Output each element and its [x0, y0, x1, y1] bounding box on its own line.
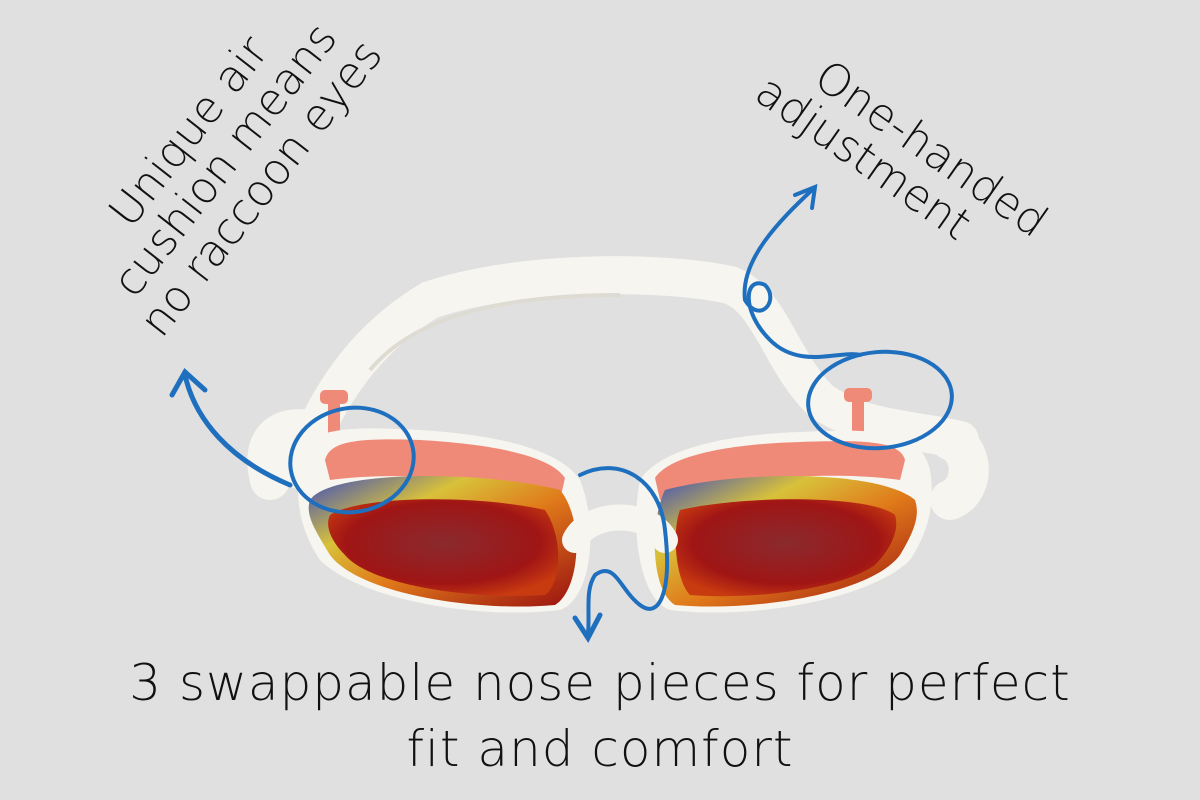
- right-eyecup: [636, 430, 932, 613]
- left-eyecup: [298, 428, 591, 613]
- strap: [247, 256, 989, 520]
- annotation-marks: [169, 183, 954, 643]
- nose-pieces-line-2: fit and comfort: [406, 720, 794, 778]
- nose-pieces-callout: 3 swappable nose pieces for perfect fit …: [0, 650, 1200, 782]
- nose-pieces-line-1: 3 swappable nose pieces for perfect: [129, 654, 1071, 712]
- nose-bridge: [562, 504, 678, 553]
